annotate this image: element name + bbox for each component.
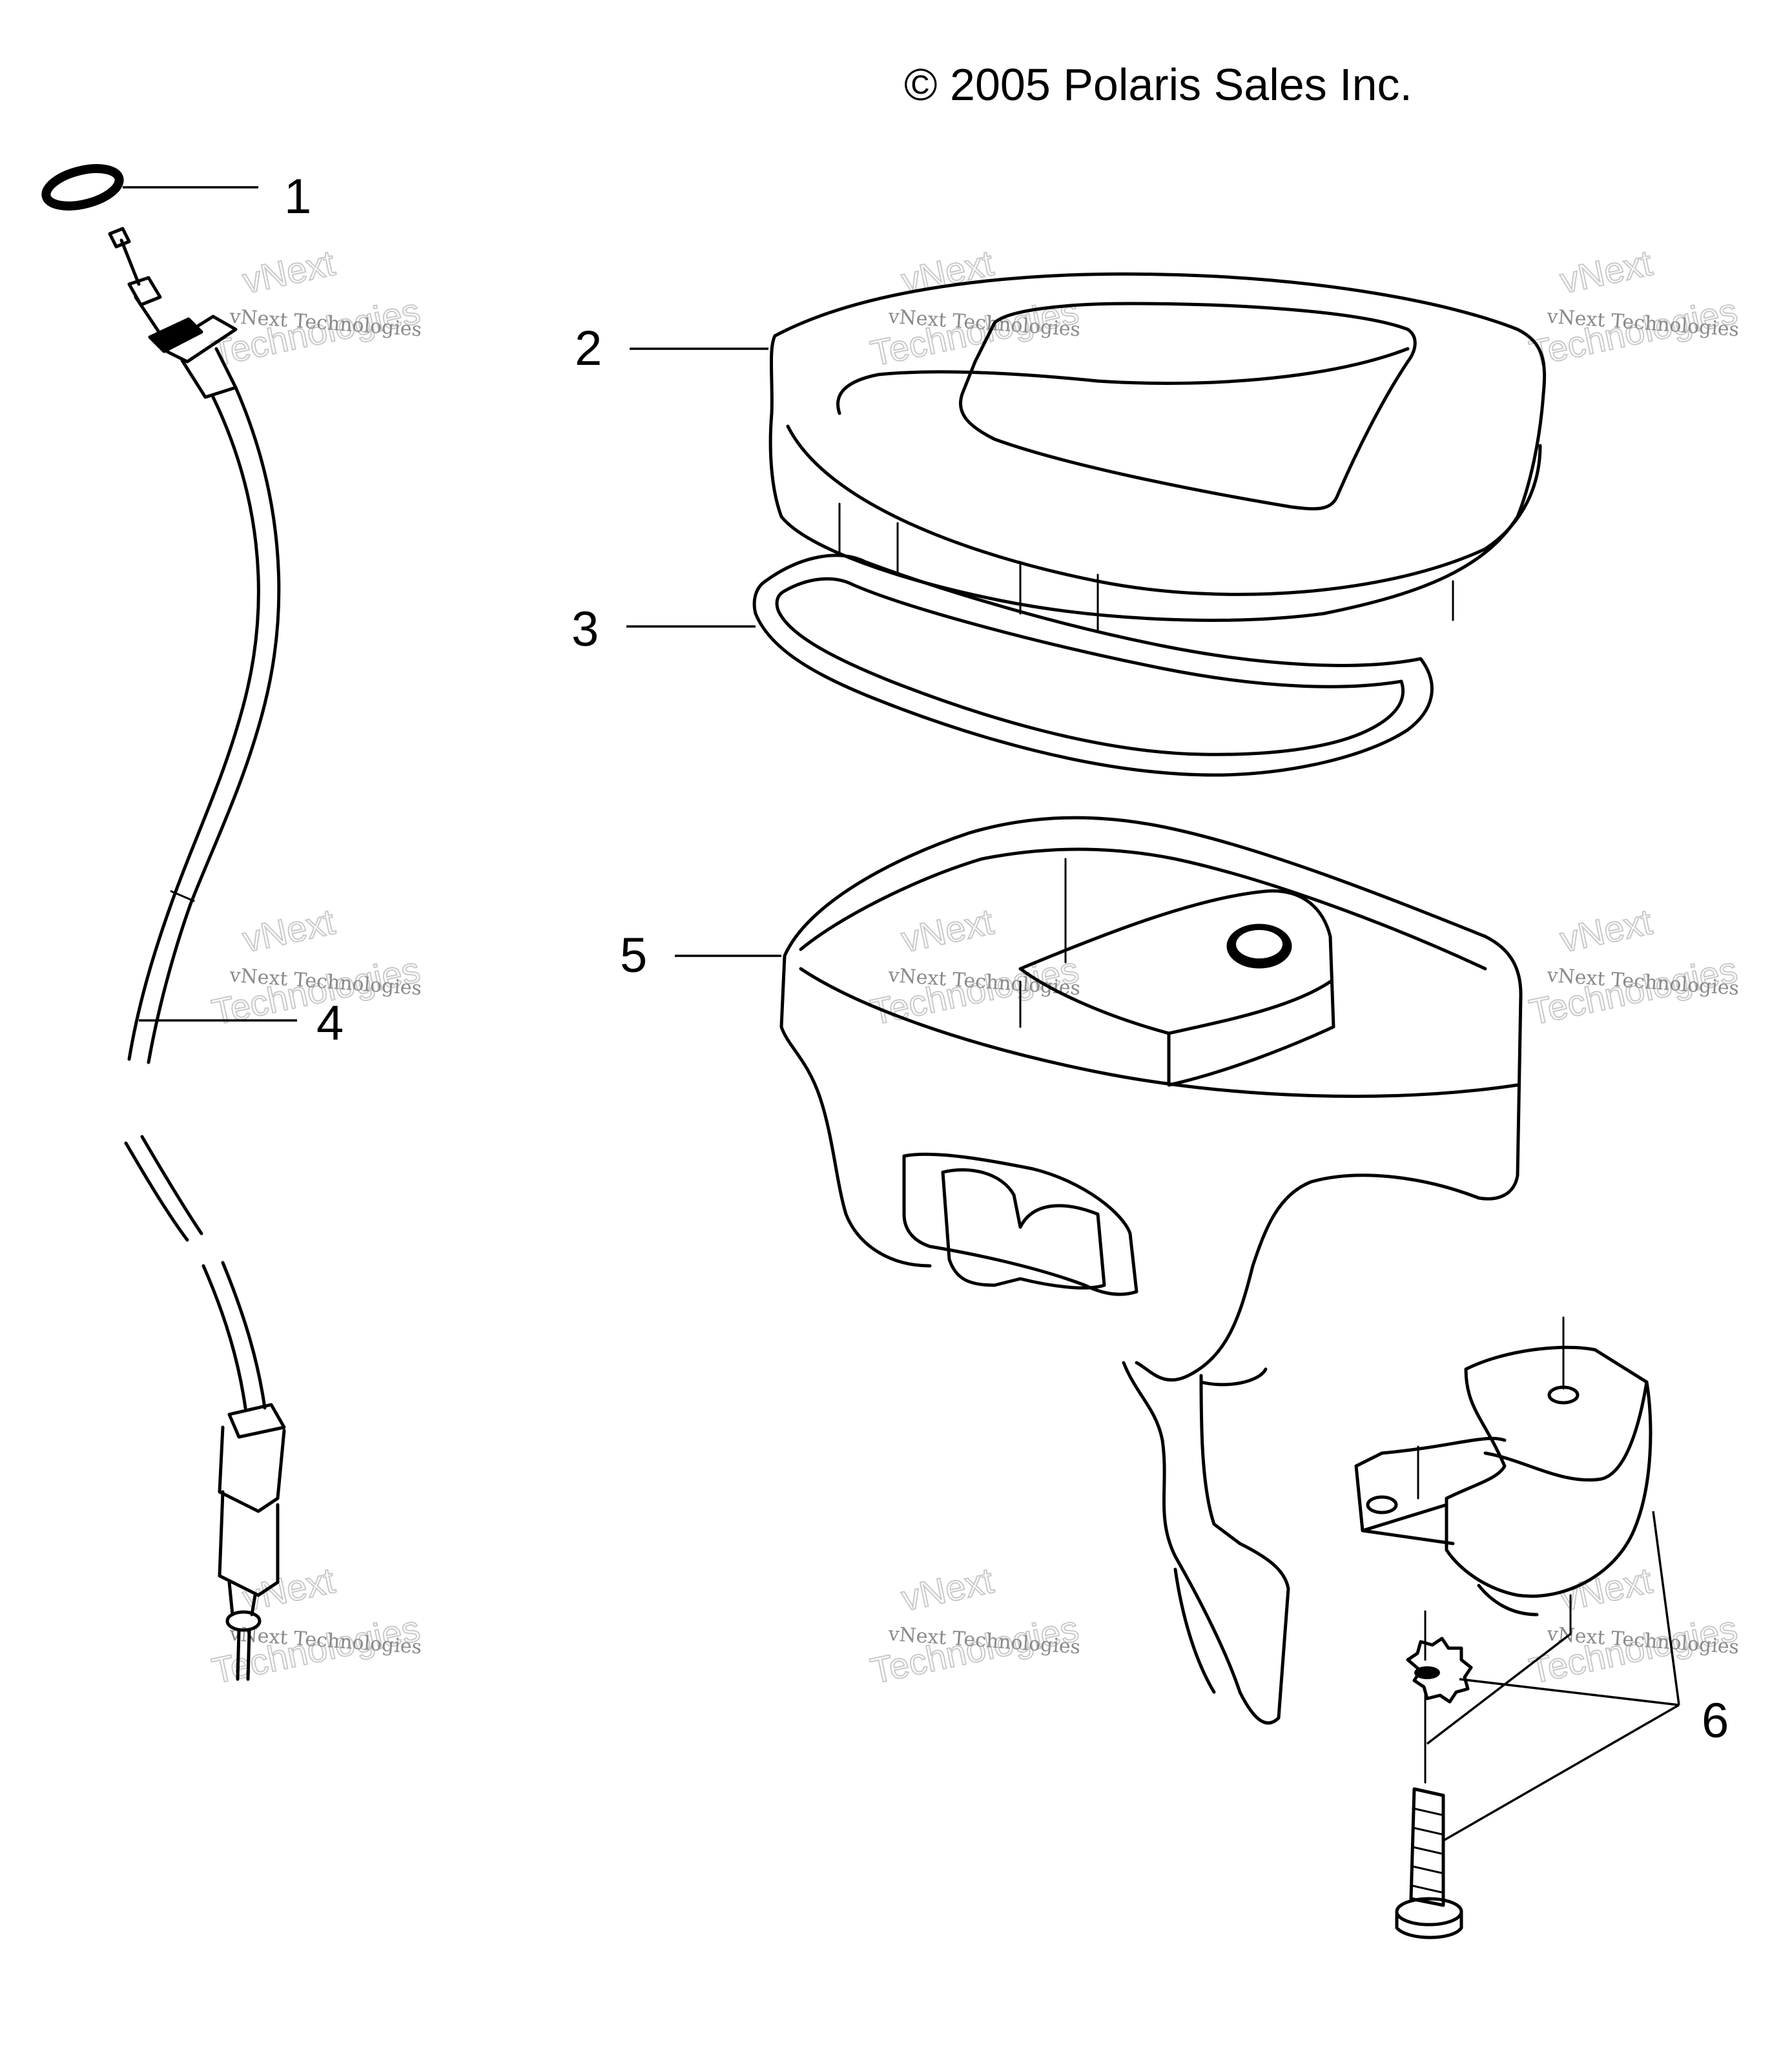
leader-lines	[123, 186, 1680, 1842]
star-washer	[1406, 1637, 1473, 1704]
part-2-cover	[768, 272, 1547, 631]
callout-6: 6	[1702, 1693, 1729, 1748]
part-5-throttle-housing	[779, 816, 1523, 1725]
callout-5: 5	[620, 928, 647, 983]
callout-3: 3	[572, 602, 599, 657]
watermark-big-top: vNext	[1556, 242, 1656, 301]
screw	[1395, 1787, 1463, 1939]
watermark-big-top: vNext	[1556, 901, 1656, 960]
part-6-clamp-hardware	[1354, 1316, 1653, 1939]
watermark-big-top: vNext	[239, 242, 338, 301]
part-1-o-ring	[41, 164, 124, 211]
watermark-big-top: vNext	[898, 901, 997, 960]
watermark-big-top: vNext	[898, 1560, 997, 1618]
callouts: 1 2 3 4 5 6	[284, 169, 1729, 1748]
callout-1: 1	[284, 169, 311, 224]
part-4-cable	[108, 227, 286, 1681]
part-3-gasket	[752, 553, 1434, 777]
callout-2: 2	[575, 321, 602, 376]
watermark-big-top: vNext	[239, 901, 338, 960]
callout-4: 4	[316, 996, 344, 1051]
copyright-text: © 2005 Polaris Sales Inc.	[904, 59, 1412, 110]
